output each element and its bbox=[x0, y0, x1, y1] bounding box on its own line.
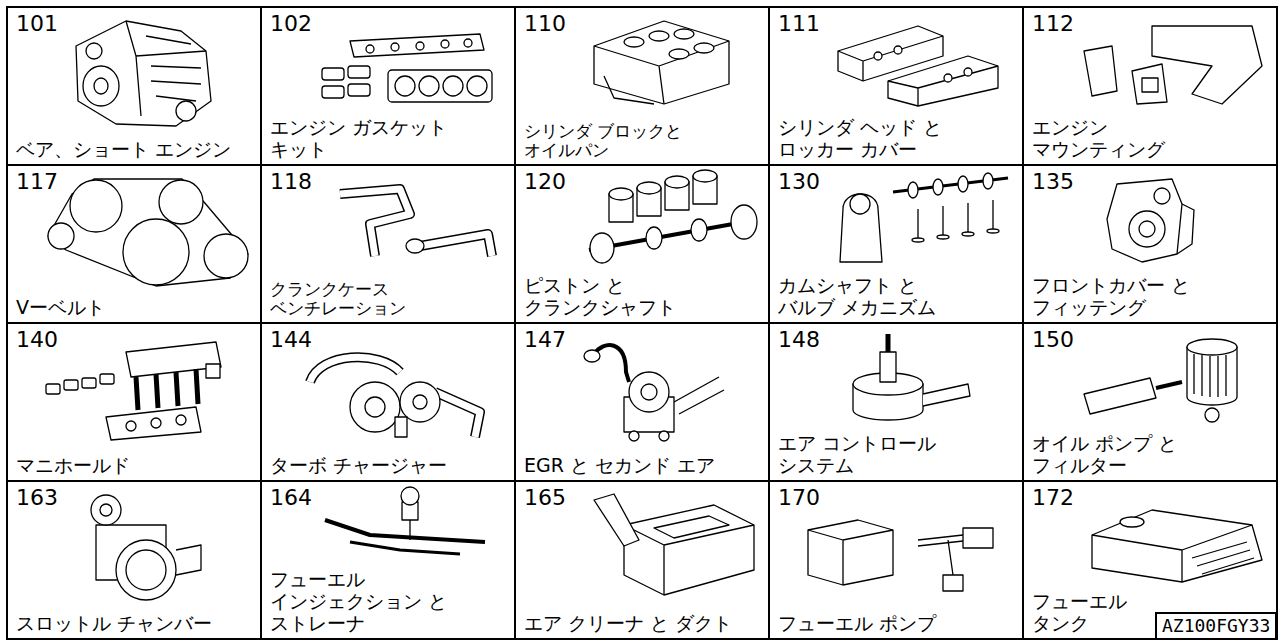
egr-valve-drawing bbox=[584, 345, 724, 441]
catalog-cell: 112 エンジン マウンティング bbox=[1022, 6, 1278, 166]
fuel-injector-drawing bbox=[325, 487, 485, 554]
part-group-number: 144 bbox=[270, 327, 312, 353]
part-group-name: シリンダ ヘッド と ロッカー カバー bbox=[778, 117, 978, 161]
fuel-pump-drawing bbox=[808, 520, 993, 591]
part-group-name: ベア、ショート エンジン bbox=[16, 139, 231, 161]
part-group-name: Vーベルト bbox=[16, 297, 105, 319]
catalog-cell: 120 ピストン と クランクシャフト bbox=[514, 164, 770, 324]
catalog-cell: 135 フロントカバー と フィッテング bbox=[1022, 164, 1278, 324]
part-group-name: オイル ポンプ と フィルター bbox=[1032, 433, 1212, 477]
part-group-number: 140 bbox=[16, 327, 58, 353]
catalog-cell: 148 エア コントロール システム bbox=[768, 322, 1024, 482]
catalog-cell: 165 エア クリーナ と ダクト bbox=[514, 480, 770, 640]
engine-drawing bbox=[76, 21, 211, 126]
part-group-name: フューエル ポンプ bbox=[778, 613, 936, 635]
catalog-cell: 144 ターボ チャージャー bbox=[260, 322, 516, 482]
turbocharger-drawing bbox=[310, 357, 480, 437]
part-group-name: エンジン ガスケット キット bbox=[270, 117, 470, 161]
catalog-cell: 163 スロットル チャンバー bbox=[6, 480, 262, 640]
part-group-name: ターボ チャージャー bbox=[270, 455, 447, 477]
part-group-number: 120 bbox=[524, 169, 566, 195]
part-group-name: エンジン マウンティング bbox=[1032, 117, 1152, 161]
part-group-name: マニホールド bbox=[16, 455, 130, 477]
part-group-name: フロントカバー と フィッテング bbox=[1032, 275, 1232, 319]
part-group-name: エア クリーナ と ダクト bbox=[524, 613, 732, 635]
catalog-cell: 147EGR と セカンド エア bbox=[514, 322, 770, 482]
catalog-cell: 140 マニホールド bbox=[6, 322, 262, 482]
catalog-cell: 150 オイル ポンプ と フィルター bbox=[1022, 322, 1278, 482]
part-group-number: 112 bbox=[1032, 11, 1074, 37]
part-group-number: 148 bbox=[778, 327, 820, 353]
part-group-number: 117 bbox=[16, 169, 58, 195]
ventilation-hose-drawing bbox=[340, 189, 492, 256]
part-group-number: 150 bbox=[1032, 327, 1074, 353]
catalog-cell: 102 エンジン ガスケット キット bbox=[260, 6, 516, 166]
catalog-cell: 111 シリンダ ヘッド と ロッカー カバー bbox=[768, 6, 1024, 166]
part-group-name: フューエル インジェクション と ストレーナ bbox=[270, 569, 470, 635]
part-group-name: スロットル チャンバー bbox=[16, 613, 212, 635]
part-group-number: 130 bbox=[778, 169, 820, 195]
part-group-number: 165 bbox=[524, 485, 566, 511]
part-group-name: カムシャフト と バルブ メカニズム bbox=[778, 275, 948, 319]
part-group-name: ピストン と クランクシャフト bbox=[524, 275, 724, 319]
piston-crankshaft-drawing bbox=[589, 170, 757, 263]
engine-mount-drawing bbox=[1084, 26, 1262, 104]
part-group-number: 118 bbox=[270, 169, 312, 195]
part-group-name: シリンダ ブロックと オイルパン bbox=[524, 122, 768, 161]
part-group-name: クランクケース ベンチレーション bbox=[270, 280, 514, 319]
catalog-cell: 164 フューエル インジェクション と ストレーナ bbox=[260, 480, 516, 640]
part-group-number: 102 bbox=[270, 11, 312, 37]
part-group-number: 172 bbox=[1032, 485, 1074, 511]
drawing-code: AZ100FGY33 bbox=[1162, 615, 1270, 637]
catalog-cell: 110 シリンダ ブロックと オイルパン bbox=[514, 6, 770, 166]
manifold-drawing bbox=[46, 342, 221, 440]
throttle-chamber-drawing bbox=[91, 495, 201, 600]
part-group-number: 111 bbox=[778, 11, 820, 37]
catalog-cell: 130 カムシャフト と バルブ メカニズム bbox=[768, 164, 1024, 324]
catalog-cell: 118 クランクケース ベンチレーション bbox=[260, 164, 516, 324]
fuel-tank-drawing bbox=[1092, 510, 1262, 582]
cylinder-head-drawing bbox=[838, 26, 998, 106]
part-group-number: 164 bbox=[270, 485, 312, 511]
v-belt-drawing bbox=[48, 179, 248, 286]
air-cleaner-drawing bbox=[594, 494, 754, 595]
gasket-drawing bbox=[322, 34, 492, 102]
catalog-cell: 117Vーベルト bbox=[6, 164, 262, 324]
part-group-name: EGR と セカンド エア bbox=[524, 455, 715, 477]
catalog-cell: 101 ベア、ショート エンジン bbox=[6, 6, 262, 166]
catalog-cell: 170 フューエル ポンプ bbox=[768, 480, 1024, 640]
part-group-number: 101 bbox=[16, 11, 58, 37]
camshaft-drawing bbox=[840, 173, 1008, 262]
part-group-number: 163 bbox=[16, 485, 58, 511]
part-group-name: フューエル タンク bbox=[1032, 591, 1162, 635]
part-group-number: 135 bbox=[1032, 169, 1074, 195]
cylinder-block-drawing bbox=[594, 21, 729, 104]
part-group-number: 170 bbox=[778, 485, 820, 511]
drawing-code-box: AZ100FGY33 bbox=[1155, 612, 1277, 640]
part-group-number: 147 bbox=[524, 327, 566, 353]
air-control-valve-drawing bbox=[853, 334, 970, 420]
part-group-name: エア コントロール システム bbox=[778, 433, 958, 477]
oil-filter-drawing bbox=[1084, 339, 1237, 422]
part-group-number: 110 bbox=[524, 11, 566, 37]
front-cover-drawing bbox=[1107, 179, 1194, 262]
